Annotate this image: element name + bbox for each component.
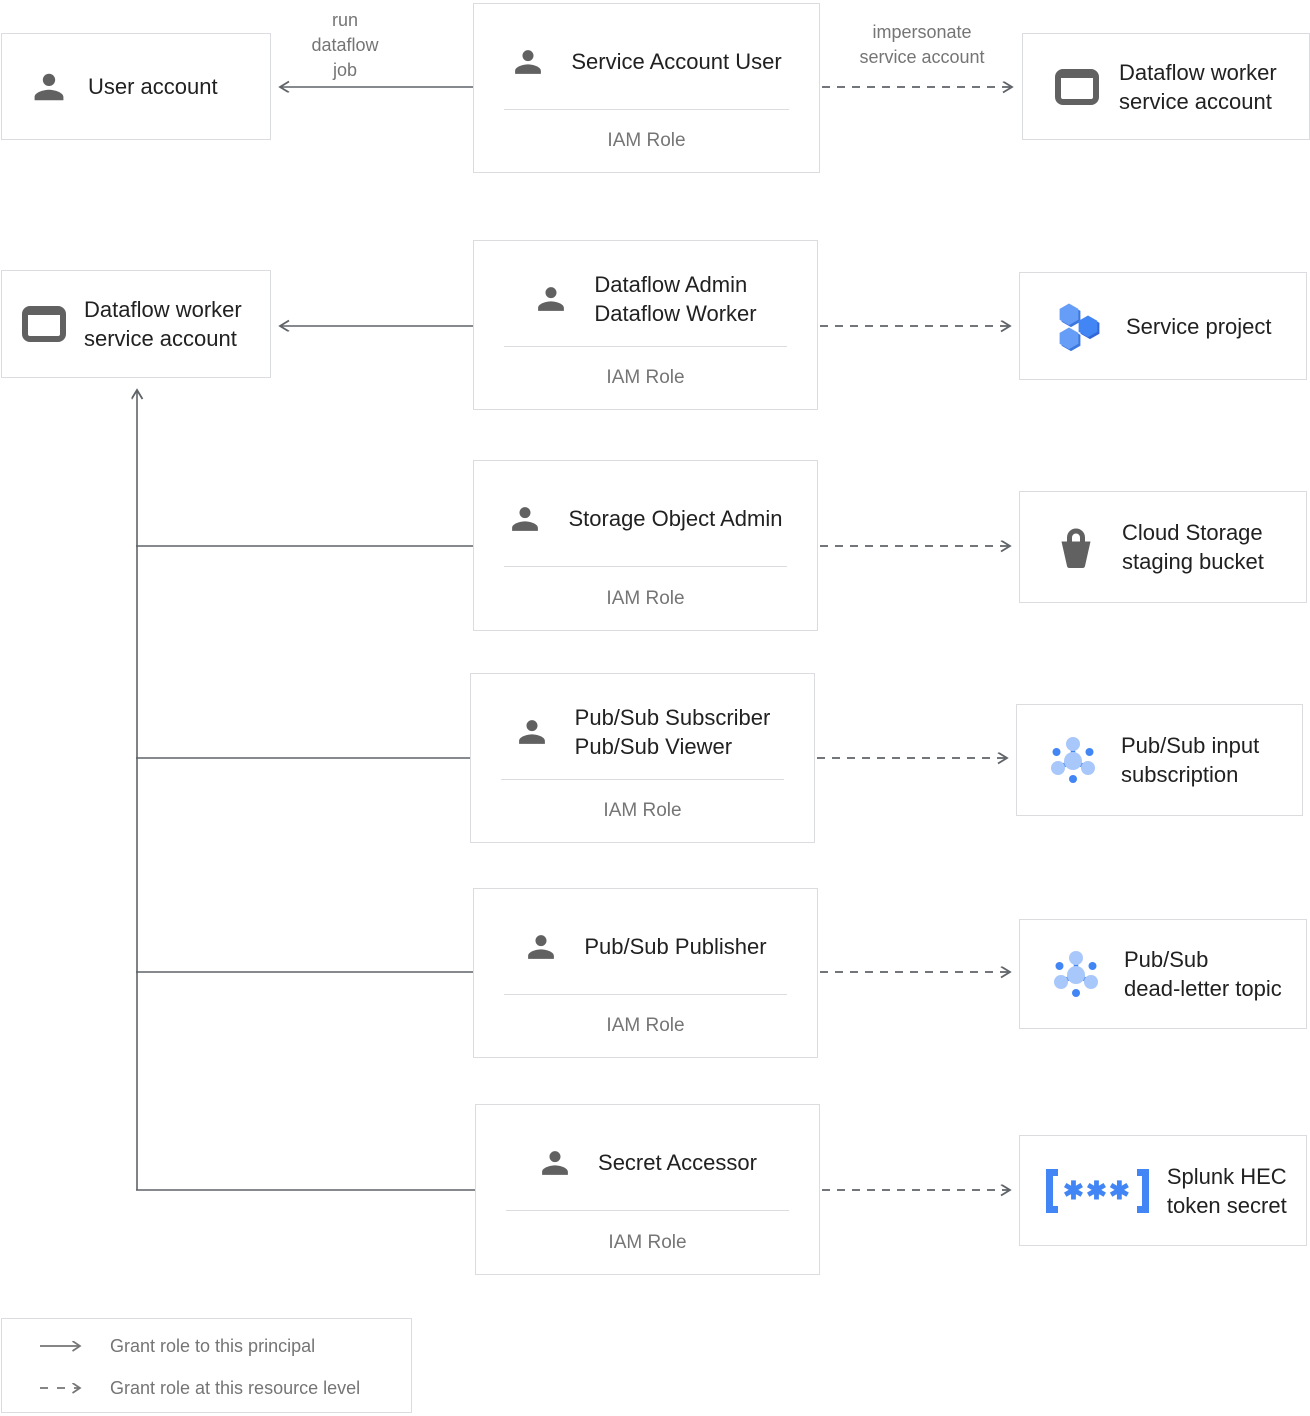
iam-role-label: IAM Role [606, 587, 685, 609]
iam-role-label: IAM Role [606, 1015, 685, 1036]
role-pubsub-publisher: Pub/Sub Publisher IAM Role [473, 888, 818, 1058]
node-label-line1: Cloud Storage [1122, 520, 1263, 545]
role-title-line1: Dataflow Admin [594, 271, 748, 297]
node-label: User account [88, 74, 218, 99]
role-title: Pub/Sub Subscriber Pub/Sub Viewer [575, 703, 771, 761]
node-label-line2: service account [1119, 88, 1272, 114]
role-title-line1: Pub/Sub Subscriber [574, 704, 771, 730]
person-icon [518, 719, 545, 744]
iam-role-label: IAM Role [603, 800, 682, 821]
service-account-icon [22, 306, 66, 342]
legend: Grant role to this principal Grant role … [1, 1318, 412, 1413]
legend-label: Grant role at this resource level [110, 1377, 361, 1398]
role-title: Dataflow Admin Dataflow Worker [594, 270, 756, 328]
divider [504, 566, 787, 567]
legend-item-dashed: Grant role at this resource level [2, 1367, 411, 1409]
service-account-icon [1055, 68, 1099, 105]
divider [504, 109, 789, 110]
node-label-line2: service account [84, 326, 237, 351]
node-label: Pub/Sub dead-letter topic [1124, 945, 1282, 1003]
role-title-line2: Dataflow Worker [594, 300, 757, 326]
node-label-line1: Dataflow worker [1119, 59, 1277, 85]
secret-bracket-right [1136, 1168, 1149, 1213]
node-label: Pub/Sub input subscription [1121, 731, 1259, 789]
person-icon [528, 934, 555, 959]
role-service-account-user: Service Account User IAM Role [473, 3, 820, 173]
node-cloud-storage-staging-bucket: Cloud Storage staging bucket [1019, 491, 1307, 603]
pubsub-icon [1054, 951, 1098, 997]
edge-label-run-dataflow-job: run dataflow job [311, 10, 379, 80]
node-label: Dataflow worker service account [1119, 58, 1277, 116]
role-secret-accessor: Secret Accessor IAM Role [475, 1104, 820, 1275]
role-pubsub-subscriber-viewer: Pub/Sub Subscriber Pub/Sub Viewer IAM Ro… [470, 673, 815, 843]
edge-label-impersonate: impersonate service account [859, 22, 985, 67]
node-label-line1: Pub/Sub input [1121, 733, 1260, 758]
divider [501, 779, 784, 780]
divider [506, 1210, 789, 1211]
role-dataflow-admin-worker: Dataflow Admin Dataflow Worker IAM Role [473, 240, 818, 410]
node-label-line2: staging bucket [1122, 549, 1264, 574]
node-label-line1: Splunk HEC [1166, 1163, 1287, 1189]
secret-bracket-left [1046, 1168, 1058, 1213]
node-label-line1: Dataflow worker [84, 297, 242, 322]
node-user-account: User account [1, 33, 271, 140]
node-label: Splunk HEC token secret [1167, 1162, 1287, 1220]
legend-item-solid: Grant role to this principal [2, 1325, 411, 1367]
node-label-line2: subscription [1121, 762, 1239, 787]
node-service-project: Service project [1019, 272, 1307, 380]
iam-role-label: IAM Role [608, 1231, 687, 1253]
node-pubsub-input-subscription: Pub/Sub input subscription [1016, 704, 1303, 816]
person-icon [515, 49, 542, 74]
role-title: Pub/Sub Publisher [584, 934, 767, 959]
person-icon [542, 1150, 568, 1175]
pubsub-icon [1051, 737, 1095, 783]
person-icon [538, 286, 565, 311]
secret-stars: ✱✱✱ [1063, 1177, 1132, 1205]
solid-arrow-icon [40, 1338, 90, 1354]
bucket-icon [1061, 528, 1091, 568]
dashed-arrow-icon [40, 1380, 90, 1396]
role-title: Service Account User [571, 49, 782, 74]
role-title: Storage Object Admin [568, 506, 783, 531]
node-label-line1: Pub/Sub [1124, 947, 1209, 972]
node-splunk-hec-token-secret: ✱✱✱ Splunk HEC token secret [1019, 1135, 1307, 1246]
person-icon [512, 506, 539, 531]
node-label: Cloud Storage staging bucket [1122, 518, 1264, 576]
node-label: Service project [1126, 313, 1272, 339]
node-dataflow-worker-sa-right: Dataflow worker service account [1022, 33, 1310, 140]
divider [504, 994, 787, 995]
legend-label: Grant role to this principal [110, 1335, 316, 1356]
role-title: Secret Accessor [598, 1150, 757, 1175]
divider [504, 346, 787, 347]
project-icon [1059, 303, 1100, 352]
person-icon [34, 73, 64, 100]
iam-role-label: IAM Role [606, 367, 685, 388]
node-label-line2: dead-letter topic [1124, 976, 1282, 1001]
iam-role-label: IAM Role [607, 130, 686, 151]
secret-icon: ✱✱✱ [1046, 1168, 1149, 1213]
node-label: Dataflow worker service account [84, 295, 242, 353]
role-storage-object-admin: Storage Object Admin IAM Role [473, 460, 818, 631]
node-dataflow-worker-sa-left: Dataflow worker service account [1, 270, 271, 378]
node-pubsub-deadletter-topic: Pub/Sub dead-letter topic [1019, 919, 1307, 1029]
node-label-line2: token secret [1166, 1192, 1287, 1218]
role-title-line2: Pub/Sub Viewer [574, 733, 733, 759]
